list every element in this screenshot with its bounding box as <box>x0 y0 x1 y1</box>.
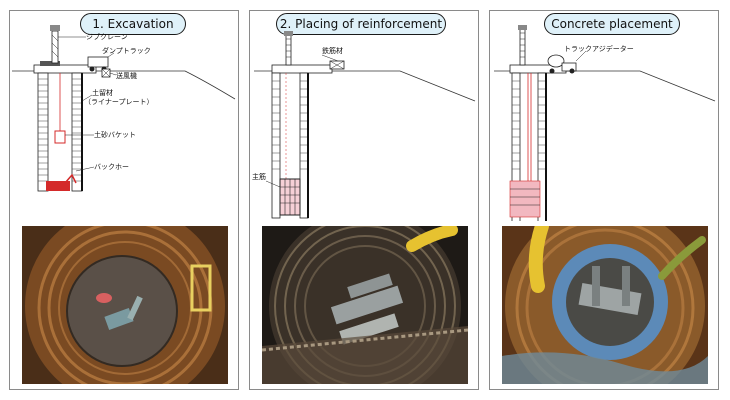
panel-concrete: Concrete placement トラックアジデーター <box>489 10 719 390</box>
label-soil-bucket: 土砂バケット <box>94 130 136 139</box>
panel-reinforcement: 2. Placing of reinforcement 鉄筋材 主筋 <box>249 10 479 390</box>
panel-title: Concrete placement <box>544 13 680 35</box>
label-ventilator: 送風機 <box>116 71 137 80</box>
panel-title: 1. Excavation <box>80 13 186 35</box>
panel-title: 2. Placing of reinforcement <box>276 13 446 35</box>
label-backhoe: バックホー <box>94 163 129 171</box>
excavation-diagram: ジブクレーン ダンプトラック 送風機 土留材 （ライナープレート） 土砂バケット… <box>12 25 236 192</box>
concrete-photo <box>502 226 708 384</box>
label-main-rebar: 主筋 <box>252 172 266 181</box>
concrete-diagram: トラックアジデーター <box>494 25 716 221</box>
reinforcement-diagram: 鉄筋材 主筋 <box>252 31 476 219</box>
label-jib-crane: ジブクレーン <box>86 32 128 41</box>
panel-excavation: 1. Excavation <box>9 10 239 390</box>
label-rebar-material: 鉄筋材 <box>322 46 343 55</box>
label-liner-plate: （ライナープレート） <box>84 98 153 106</box>
reinforcement-photo <box>262 226 468 384</box>
excavation-photo <box>22 226 228 384</box>
label-dump-truck: ダンプトラック <box>102 46 151 55</box>
label-agitator-truck: トラックアジデーター <box>564 44 634 53</box>
label-retaining-material: 土留材 <box>92 88 113 97</box>
